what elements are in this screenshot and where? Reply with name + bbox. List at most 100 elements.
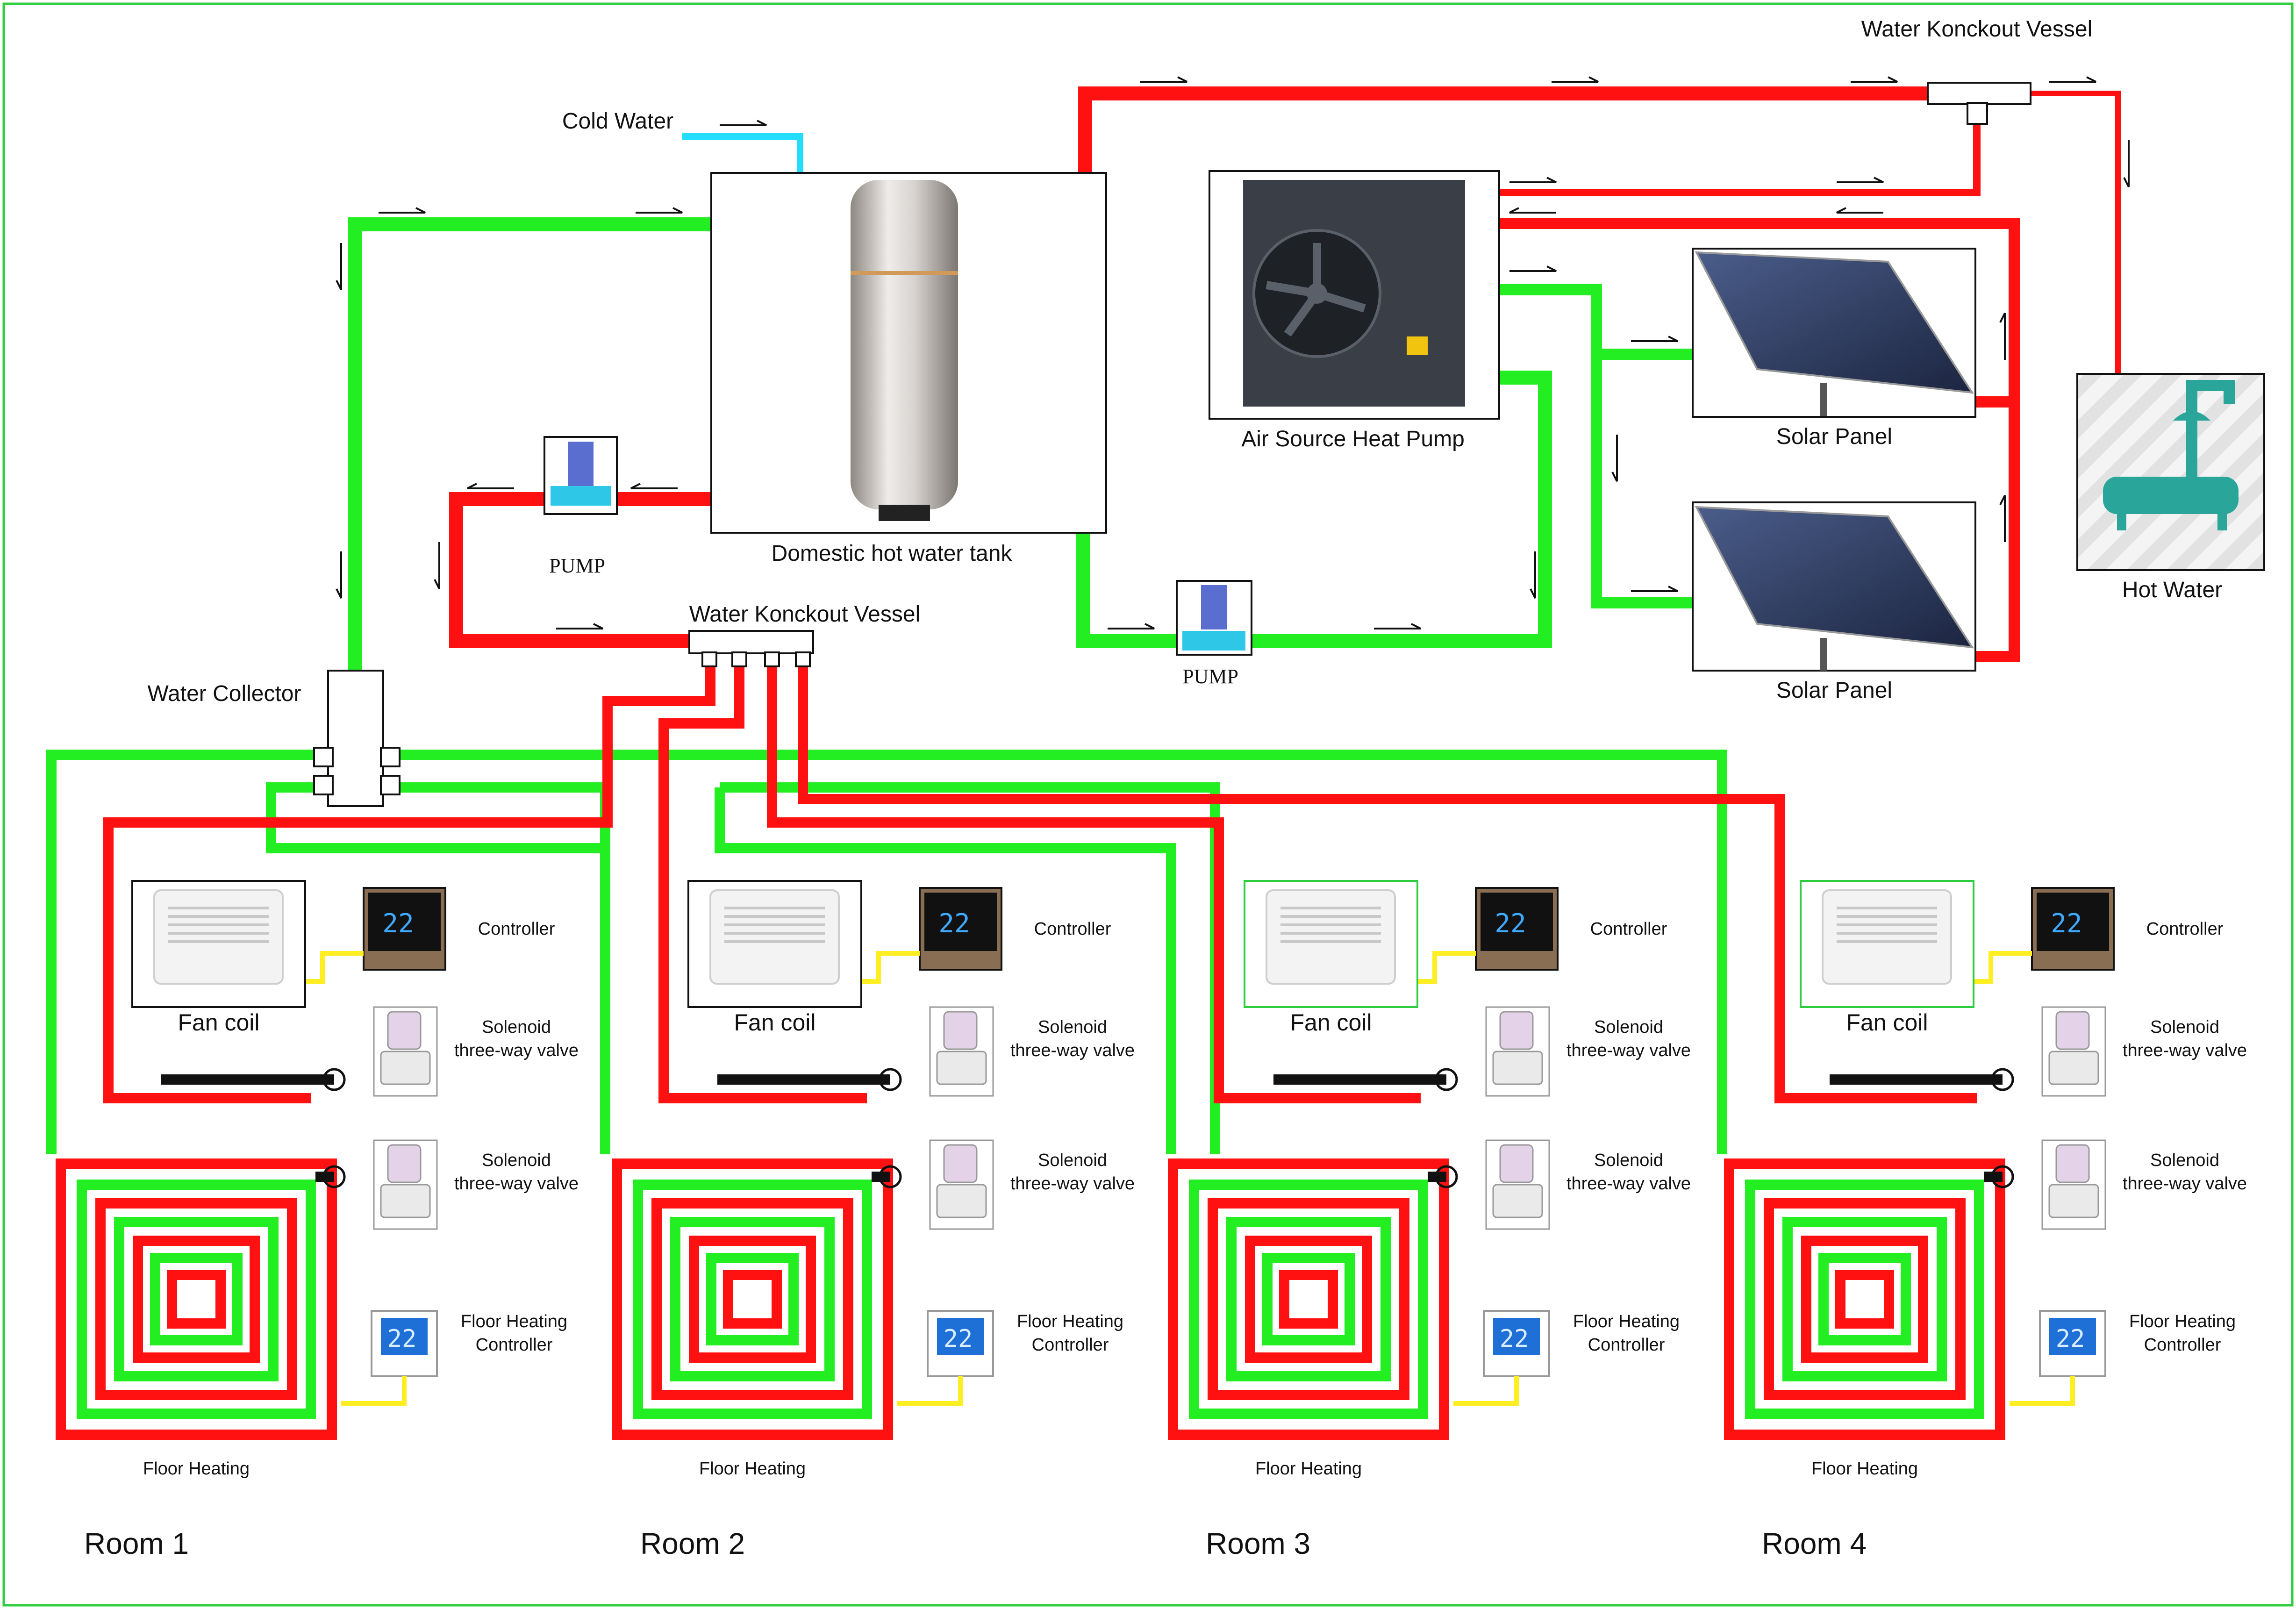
room-controller[interactable] [363,887,446,971]
valve-label: Solenoid [482,1151,551,1170]
valve-label: Solenoid [482,1017,551,1037]
fan-coil[interactable] [1800,880,1974,1008]
floor-controller-display: 22 [2056,1325,2085,1353]
floor-controller-label: Controller [1032,1335,1109,1355]
air-source-heat-pump[interactable] [1209,170,1500,420]
floor-heating-coil[interactable] [612,1158,893,1440]
heatpump-solar-return [1499,284,1693,608]
floor-heating-label: Floor Heating [143,1459,250,1479]
solar-panel-2[interactable] [1692,501,1976,672]
valve-label: Solenoid [1038,1017,1107,1037]
room-controller[interactable] [1475,887,1559,971]
floor-heating-label: Floor Heating [1811,1459,1918,1479]
controller-label: Controller [478,919,555,939]
pump-left[interactable] [544,436,618,515]
valve-label: Solenoid [1594,1017,1663,1037]
water-collector[interactable] [313,670,401,807]
floor-heating-controller[interactable] [2039,1310,2106,1377]
room-label: Room 3 [1206,1527,1310,1560]
heat-pump-label: Air Source Heat Pump [1241,427,1465,451]
floor-controller-display: 22 [1500,1325,1529,1353]
valve-junction [322,1165,346,1188]
floor-heating-coil[interactable] [56,1158,337,1440]
solar-panel-1[interactable] [1692,248,1976,418]
top-piping [348,86,2121,673]
red-room1 [103,664,715,1103]
room-label: Room 2 [640,1527,745,1560]
floor-heating-coil[interactable] [1168,1158,1449,1440]
floor-controller-label: Controller [1588,1335,1665,1355]
solenoid-valve-1[interactable] [929,1006,994,1097]
floor-heating-label: Floor Heating [1255,1459,1362,1479]
floor-heating-controller[interactable] [371,1310,438,1377]
vessel-to-pump-pipe [1499,119,1981,196]
cold-water-pipe [682,133,803,173]
valve-junction [322,1068,346,1091]
valve-junction [1991,1165,2014,1188]
valve-label: three-way valve [454,1174,579,1194]
controller-display: 22 [382,908,414,939]
solenoid-valve-2[interactable] [373,1139,438,1230]
solenoid-valve-2[interactable] [929,1139,994,1230]
fan-coil[interactable] [131,880,306,1008]
valve-label: three-way valve [1566,1041,1691,1060]
floor-heating-controller[interactable] [927,1310,994,1377]
floor-controller-wire [2010,1376,2075,1406]
valve-junction [1435,1068,1458,1091]
red-room4 [798,664,1977,1103]
valve-label: three-way valve [1010,1174,1135,1194]
fan-coil[interactable] [1244,880,1418,1008]
room-controller[interactable] [919,887,1002,971]
controller-label: Controller [1590,919,1667,939]
solar-panel-1-label: Solar Panel [1776,424,1892,449]
pump-bottom[interactable] [1176,580,1252,656]
valve-junction [1991,1068,2014,1091]
fan-coil-label: Fan coil [178,1009,259,1036]
collector-label: Water Collector [148,681,301,706]
hot-water-outlet[interactable] [2076,373,2265,571]
solenoid-valve-1[interactable] [1485,1006,1550,1097]
solenoid-valve-1[interactable] [373,1006,438,1097]
controller-display: 22 [2051,908,2082,939]
controller-signal-wire [1418,951,1476,984]
fan-coil-label: Fan coil [1846,1009,1928,1036]
green-main-1 [46,750,1727,1154]
controller-display: 22 [938,908,970,939]
tank-return-pipe [348,217,711,673]
mid-vessel[interactable] [688,630,814,667]
top-vessel[interactable] [1927,82,2031,125]
heatpump-pump-return [1076,371,1552,648]
valve-label: Solenoid [2150,1017,2219,1037]
floor-controller-label: Floor Heating [1573,1312,1680,1331]
red-room3 [767,664,1421,1103]
fan-coil[interactable] [687,880,862,1008]
controller-signal-wire [306,951,364,984]
floor-controller-wire [1453,1376,1519,1406]
floor-controller-label: Floor Heating [461,1312,567,1331]
controller-signal-wire [862,951,920,984]
solenoid-valve-1[interactable] [2041,1006,2106,1097]
solenoid-valve-2[interactable] [2041,1139,2106,1230]
valve-label: Solenoid [1594,1151,1663,1170]
floor-heating-controller[interactable] [1483,1310,1550,1377]
domestic-hot-water-tank[interactable] [710,172,1107,534]
floor-heating-coil[interactable] [1724,1158,2005,1440]
solenoid-valve-2[interactable] [1485,1139,1550,1230]
vessel-top-label: Water Konckout Vessel [1861,17,2092,42]
heatpump-solar-hot [1499,218,2020,662]
room-controller[interactable] [2031,887,2115,971]
controller-label: Controller [2146,919,2224,939]
tank-label: Domestic hot water tank [772,541,1013,566]
pump-bottom-label: PUMP [1182,665,1238,688]
floor-controller-wire [897,1376,963,1406]
floor-controller-label: Controller [2144,1335,2221,1355]
fan-coil-label: Fan coil [734,1009,815,1036]
valve-label: three-way valve [1010,1041,1135,1060]
floor-controller-label: Floor Heating [1017,1312,1123,1331]
red-room2 [658,664,867,1103]
floor-controller-label: Controller [476,1335,553,1355]
